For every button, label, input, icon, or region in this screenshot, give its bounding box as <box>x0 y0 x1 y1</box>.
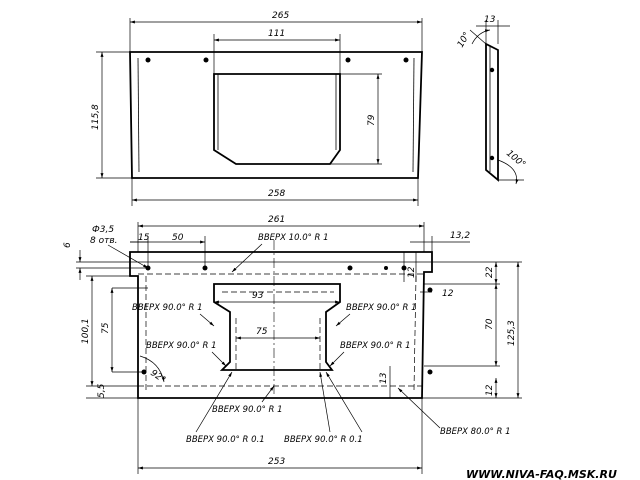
bend-note-top: ВВЕРХ 10.0° R 1 <box>258 233 329 243</box>
dim-6: 6 <box>63 242 73 248</box>
dim-79: 79 <box>367 114 377 126</box>
left-bend-line <box>137 57 140 173</box>
angle-92: 92° <box>148 368 167 385</box>
bend-note-bottom-center: ВВЕРХ 90.0° R 1 <box>212 405 283 415</box>
bend-note-right-1: ВВЕРХ 90.0° R 1 <box>346 303 417 313</box>
mount-hole <box>427 369 433 375</box>
dim-258: 258 <box>268 189 285 199</box>
dim-115-8: 115,8 <box>91 104 101 130</box>
dim-50: 50 <box>172 233 184 243</box>
bend-note-left-1: ВВЕРХ 90.0° R 1 <box>132 303 203 313</box>
bend-note-right-2: ВВЕРХ 90.0° R 1 <box>340 341 411 351</box>
dim-5-5: 5,5 <box>97 383 107 398</box>
dim-12-top: 12 <box>407 266 417 278</box>
dim-13-side: 13 <box>484 15 496 25</box>
bend-note-bottom-far-right: ВВЕРХ 80.0° R 1 <box>440 427 511 437</box>
angle-100: 100° <box>504 149 527 171</box>
dim-265: 265 <box>272 11 289 21</box>
bend-note-bottom-left: ВВЕРХ 90.0° R 0.1 <box>186 435 265 445</box>
dim-75-window: 75 <box>256 327 268 337</box>
dim-13-bottom: 13 <box>379 372 389 384</box>
dim-93: 93 <box>252 291 264 301</box>
bend-note-left-2: ВВЕРХ 90.0° R 1 <box>146 341 217 351</box>
dim-111: 111 <box>268 29 285 39</box>
right-bend-line <box>413 275 417 391</box>
mount-hole <box>427 287 433 293</box>
mount-hole <box>203 57 209 63</box>
mount-hole <box>145 57 151 63</box>
dim-70: 70 <box>485 318 495 330</box>
flat-window <box>213 283 341 371</box>
dim-13-2: 13,2 <box>450 231 470 241</box>
dim-125-3: 125,3 <box>507 320 517 346</box>
mount-hole <box>384 266 388 270</box>
bend-note-bottom-right: ВВЕРХ 90.0° R 0.1 <box>284 435 363 445</box>
dim-75-left: 75 <box>101 322 111 334</box>
right-bend-line <box>412 57 415 173</box>
dim-100-1: 100,1 <box>81 318 91 344</box>
angle-10: 10° <box>456 31 473 50</box>
mount-hole <box>403 57 409 63</box>
dim-261: 261 <box>268 215 285 225</box>
dim-12-bottom: 12 <box>485 384 495 396</box>
hole-diameter: Ф3,5 <box>92 225 114 235</box>
top-view-window <box>213 73 341 165</box>
dim-12-mid: 12 <box>442 289 454 299</box>
mount-hole <box>345 57 351 63</box>
mount-hole <box>489 67 495 73</box>
site-watermark: WWW.NIVA-FAQ.MSK.RU <box>466 468 617 480</box>
top-view: 265 111 79 115,8 258 <box>91 11 423 206</box>
mount-hole <box>347 265 353 271</box>
flat-pattern-view: 261 Ф3,5 8 отв. 6 15 50 ВВЕРХ 10.0° R 1 … <box>63 215 522 474</box>
side-view: 13 10° 100° <box>456 15 527 185</box>
hole-count: 8 отв. <box>90 236 118 246</box>
dim-15: 15 <box>138 233 150 243</box>
dim-253: 253 <box>268 457 285 467</box>
dim-22: 22 <box>485 266 495 278</box>
mount-hole <box>489 155 495 161</box>
